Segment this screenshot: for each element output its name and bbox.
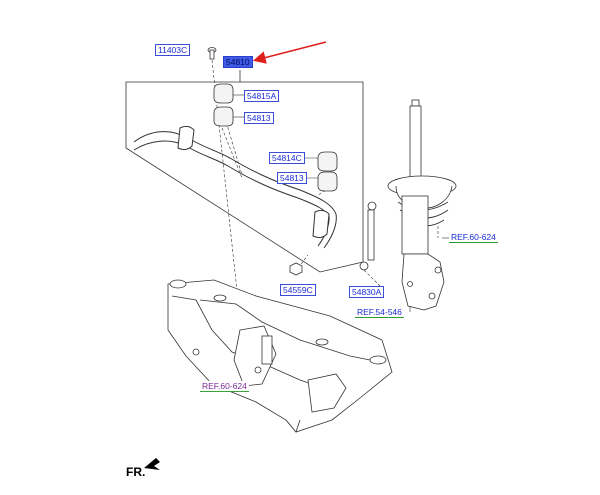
nut-54559c-drawing [289,262,303,276]
stabilizer-link-54830a [359,201,377,271]
callout-54815a[interactable]: 54815A [244,90,280,102]
ref-54-546[interactable]: REF.54-546 [355,307,404,318]
assembly-group-frame [125,70,364,273]
front-direction-arrow-icon [144,458,160,470]
callout-54814c[interactable]: 54814C [269,152,305,164]
crossmember-drawing [167,279,393,433]
bar-bushings [213,83,338,192]
callout-54830a[interactable]: 54830A [349,286,385,298]
ref-60-624-strut[interactable]: REF.60-624 [449,232,498,243]
callout-11403c[interactable]: 11403C [155,44,191,56]
front-direction-label: FR. [126,465,146,479]
stabilizer-bar [133,125,337,249]
pointer-arrow [252,41,327,64]
callout-54813-lower[interactable]: 54813 [277,172,307,184]
callout-54813-upper[interactable]: 54813 [244,112,274,124]
ref-60-624-crossmember[interactable]: REF.60-624 [200,381,249,392]
bolt-11403c-drawing [207,47,217,60]
callout-54559c[interactable]: 54559C [280,284,316,296]
callout-54810[interactable]: 54810 [223,56,253,68]
strut-assembly [387,99,457,311]
